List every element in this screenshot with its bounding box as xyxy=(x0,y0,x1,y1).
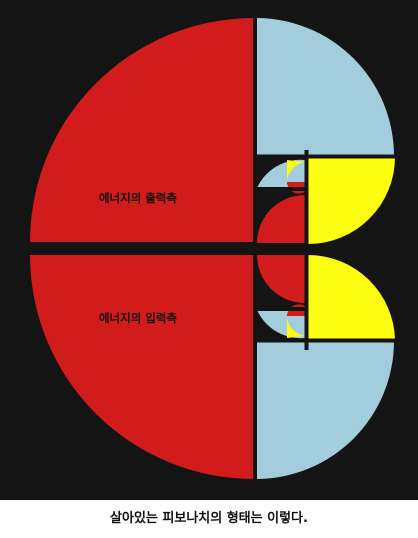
figure-caption: 살아있는 피보나치의 형태는 이렇다. xyxy=(110,511,308,526)
yellow-arc-top xyxy=(308,157,395,244)
red-arc-top xyxy=(30,18,254,242)
red-arc-bottom xyxy=(30,255,254,479)
input-side-label: 에너지의 입력측 xyxy=(99,311,177,325)
blue-arc-top xyxy=(256,18,394,156)
yellow-arc-bottom xyxy=(308,255,395,340)
fibonacci-figure: 에너지의 출력측 에너지의 입력측 xyxy=(0,0,418,500)
small-spiral-bottom xyxy=(257,255,305,339)
blue-arc-bottom xyxy=(256,341,394,479)
fibonacci-diagram: 에너지의 출력측 에너지의 입력측 xyxy=(0,10,418,490)
output-side-label: 에너지의 출력측 xyxy=(99,191,177,205)
separators xyxy=(0,10,418,490)
small-spiral-top xyxy=(257,159,305,243)
